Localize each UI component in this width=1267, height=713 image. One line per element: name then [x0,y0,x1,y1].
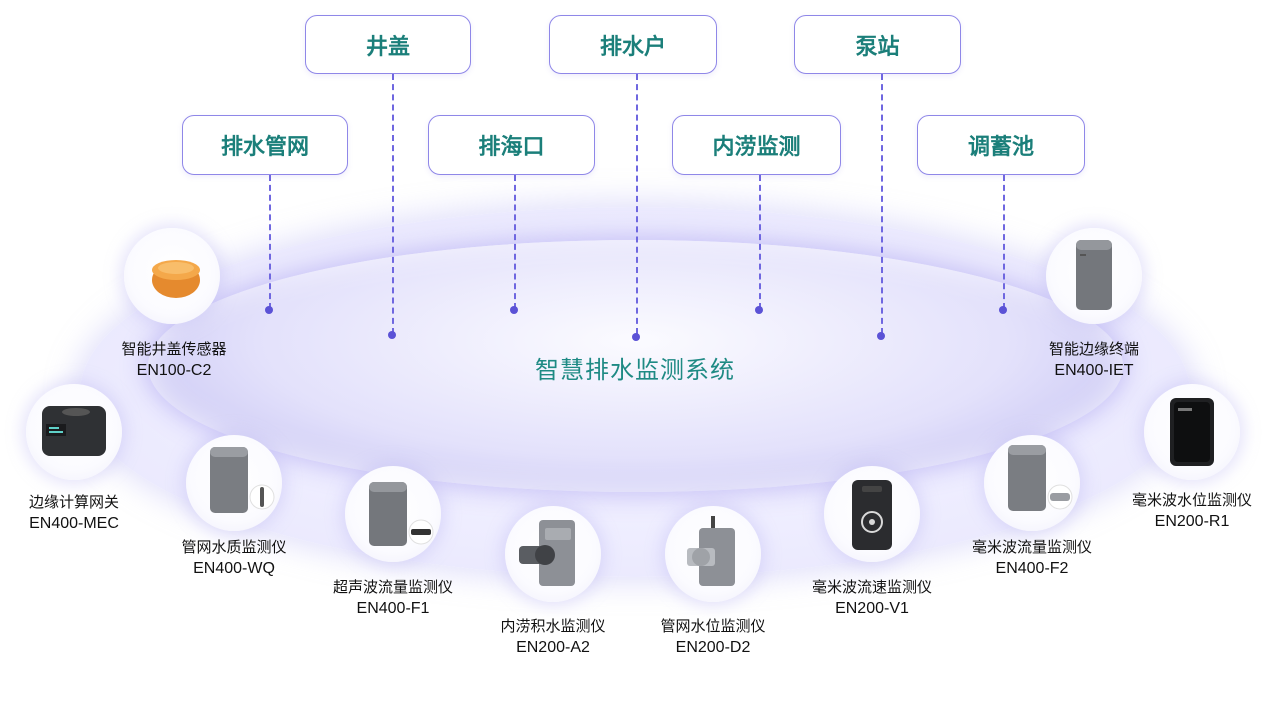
connector-dot [388,331,396,339]
connector-line [636,74,638,334]
connector-line [392,74,394,334]
device-smart-edge-terminal[interactable] [1046,228,1142,324]
device-mmwave-velocity-monitor[interactable] [824,466,920,562]
scenario-manhole-cover[interactable]: 井盖 [305,15,471,74]
device-pipe-level-monitor[interactable] [665,506,761,602]
device-name: 智能边缘终端 [1048,340,1139,358]
device-label-edge-gateway: 边缘计算网关 EN400-MEC [0,491,164,535]
connector-dot [999,306,1007,314]
device-label-mmwave-velocity-monitor: 毫米波流速监测仪 EN200-V1 [782,576,962,620]
device-mmwave-flow-monitor[interactable] [984,435,1080,531]
device-model: EN200-A2 [516,639,590,656]
device-model: EN200-D2 [675,639,751,656]
device-label-mmwave-level-monitor: 毫米波水位监测仪 EN200-R1 [1102,489,1267,533]
edge-gateway-icon [42,406,106,456]
connector-line [1003,175,1005,309]
scenario-drainage-household[interactable]: 排水户 [549,15,717,74]
device-name: 毫米波流速监测仪 [811,578,932,596]
scenario-sea-outfall[interactable]: 排海口 [428,115,595,175]
connector-line [514,175,516,309]
scenario-drainage-network[interactable]: 排水管网 [182,115,348,175]
ultrasonic-flow-monitor-icon [369,482,434,546]
connector-dot [265,306,273,314]
device-label-mmwave-flow-monitor: 毫米波流量监测仪 EN400-F2 [942,536,1122,580]
smart-edge-terminal-icon [1076,240,1112,310]
device-model: EN400-MEC [29,515,119,532]
device-model: EN200-V1 [835,600,909,617]
platform-inner-ellipse [148,240,1123,492]
waterlogging-monitor-icon [519,520,575,586]
system-title: 智慧排水监测系统 [535,356,735,384]
device-label-ultrasonic-flow-monitor: 超声波流量监测仪 EN400-F1 [303,576,483,620]
device-model: EN200-R1 [1154,513,1230,530]
scenario-pump-station[interactable]: 泵站 [794,15,961,74]
device-label-manhole-sensor: 智能井盖传感器 EN100-C2 [84,338,264,382]
device-label-water-quality-monitor: 管网水质监测仪 EN400-WQ [144,536,324,580]
device-model: EN400-WQ [193,560,275,577]
connector-dot [510,306,518,314]
device-edge-gateway[interactable] [26,384,122,480]
connector-line [881,74,883,334]
device-name: 毫米波水位监测仪 [1131,491,1252,509]
device-model: EN100-C2 [136,362,212,379]
device-name: 管网水质监测仪 [181,538,287,556]
device-name: 边缘计算网关 [28,493,119,511]
device-model: EN400-F2 [995,560,1069,577]
device-name: 毫米波流量监测仪 [971,538,1092,556]
device-model: EN400-IET [1054,362,1134,379]
device-label-smart-edge-terminal: 智能边缘终端 EN400-IET [1004,338,1184,382]
connector-line [269,175,271,309]
device-name: 内涝积水监测仪 [500,617,606,635]
connector-dot [755,306,763,314]
device-name: 智能井盖传感器 [121,340,227,358]
device-name: 管网水位监测仪 [660,617,766,635]
connector-line [759,175,761,309]
device-waterlogging-monitor[interactable] [505,506,601,602]
device-label-pipe-level-monitor: 管网水位监测仪 EN200-D2 [623,615,803,659]
connector-dot [877,332,885,340]
manhole-sensor-icon [152,260,200,298]
device-label-waterlogging-monitor: 内涝积水监测仪 EN200-A2 [463,615,643,659]
device-model: EN400-F1 [356,600,430,617]
device-name: 超声波流量监测仪 [332,578,453,596]
mmwave-flow-monitor-icon [1008,445,1073,511]
scenario-waterlogging-monitoring[interactable]: 内涝监测 [672,115,841,175]
mmwave-velocity-monitor-icon [852,480,892,550]
device-mmwave-level-monitor[interactable] [1144,384,1240,480]
mmwave-level-monitor-icon [1170,398,1214,466]
pipe-level-monitor-icon [687,516,735,586]
device-ultrasonic-flow-monitor[interactable] [345,466,441,562]
device-water-quality-monitor[interactable] [186,435,282,531]
device-manhole-sensor[interactable] [124,228,220,324]
scenario-storage-tank[interactable]: 调蓄池 [917,115,1085,175]
connector-dot [632,333,640,341]
water-quality-monitor-icon [210,447,275,513]
